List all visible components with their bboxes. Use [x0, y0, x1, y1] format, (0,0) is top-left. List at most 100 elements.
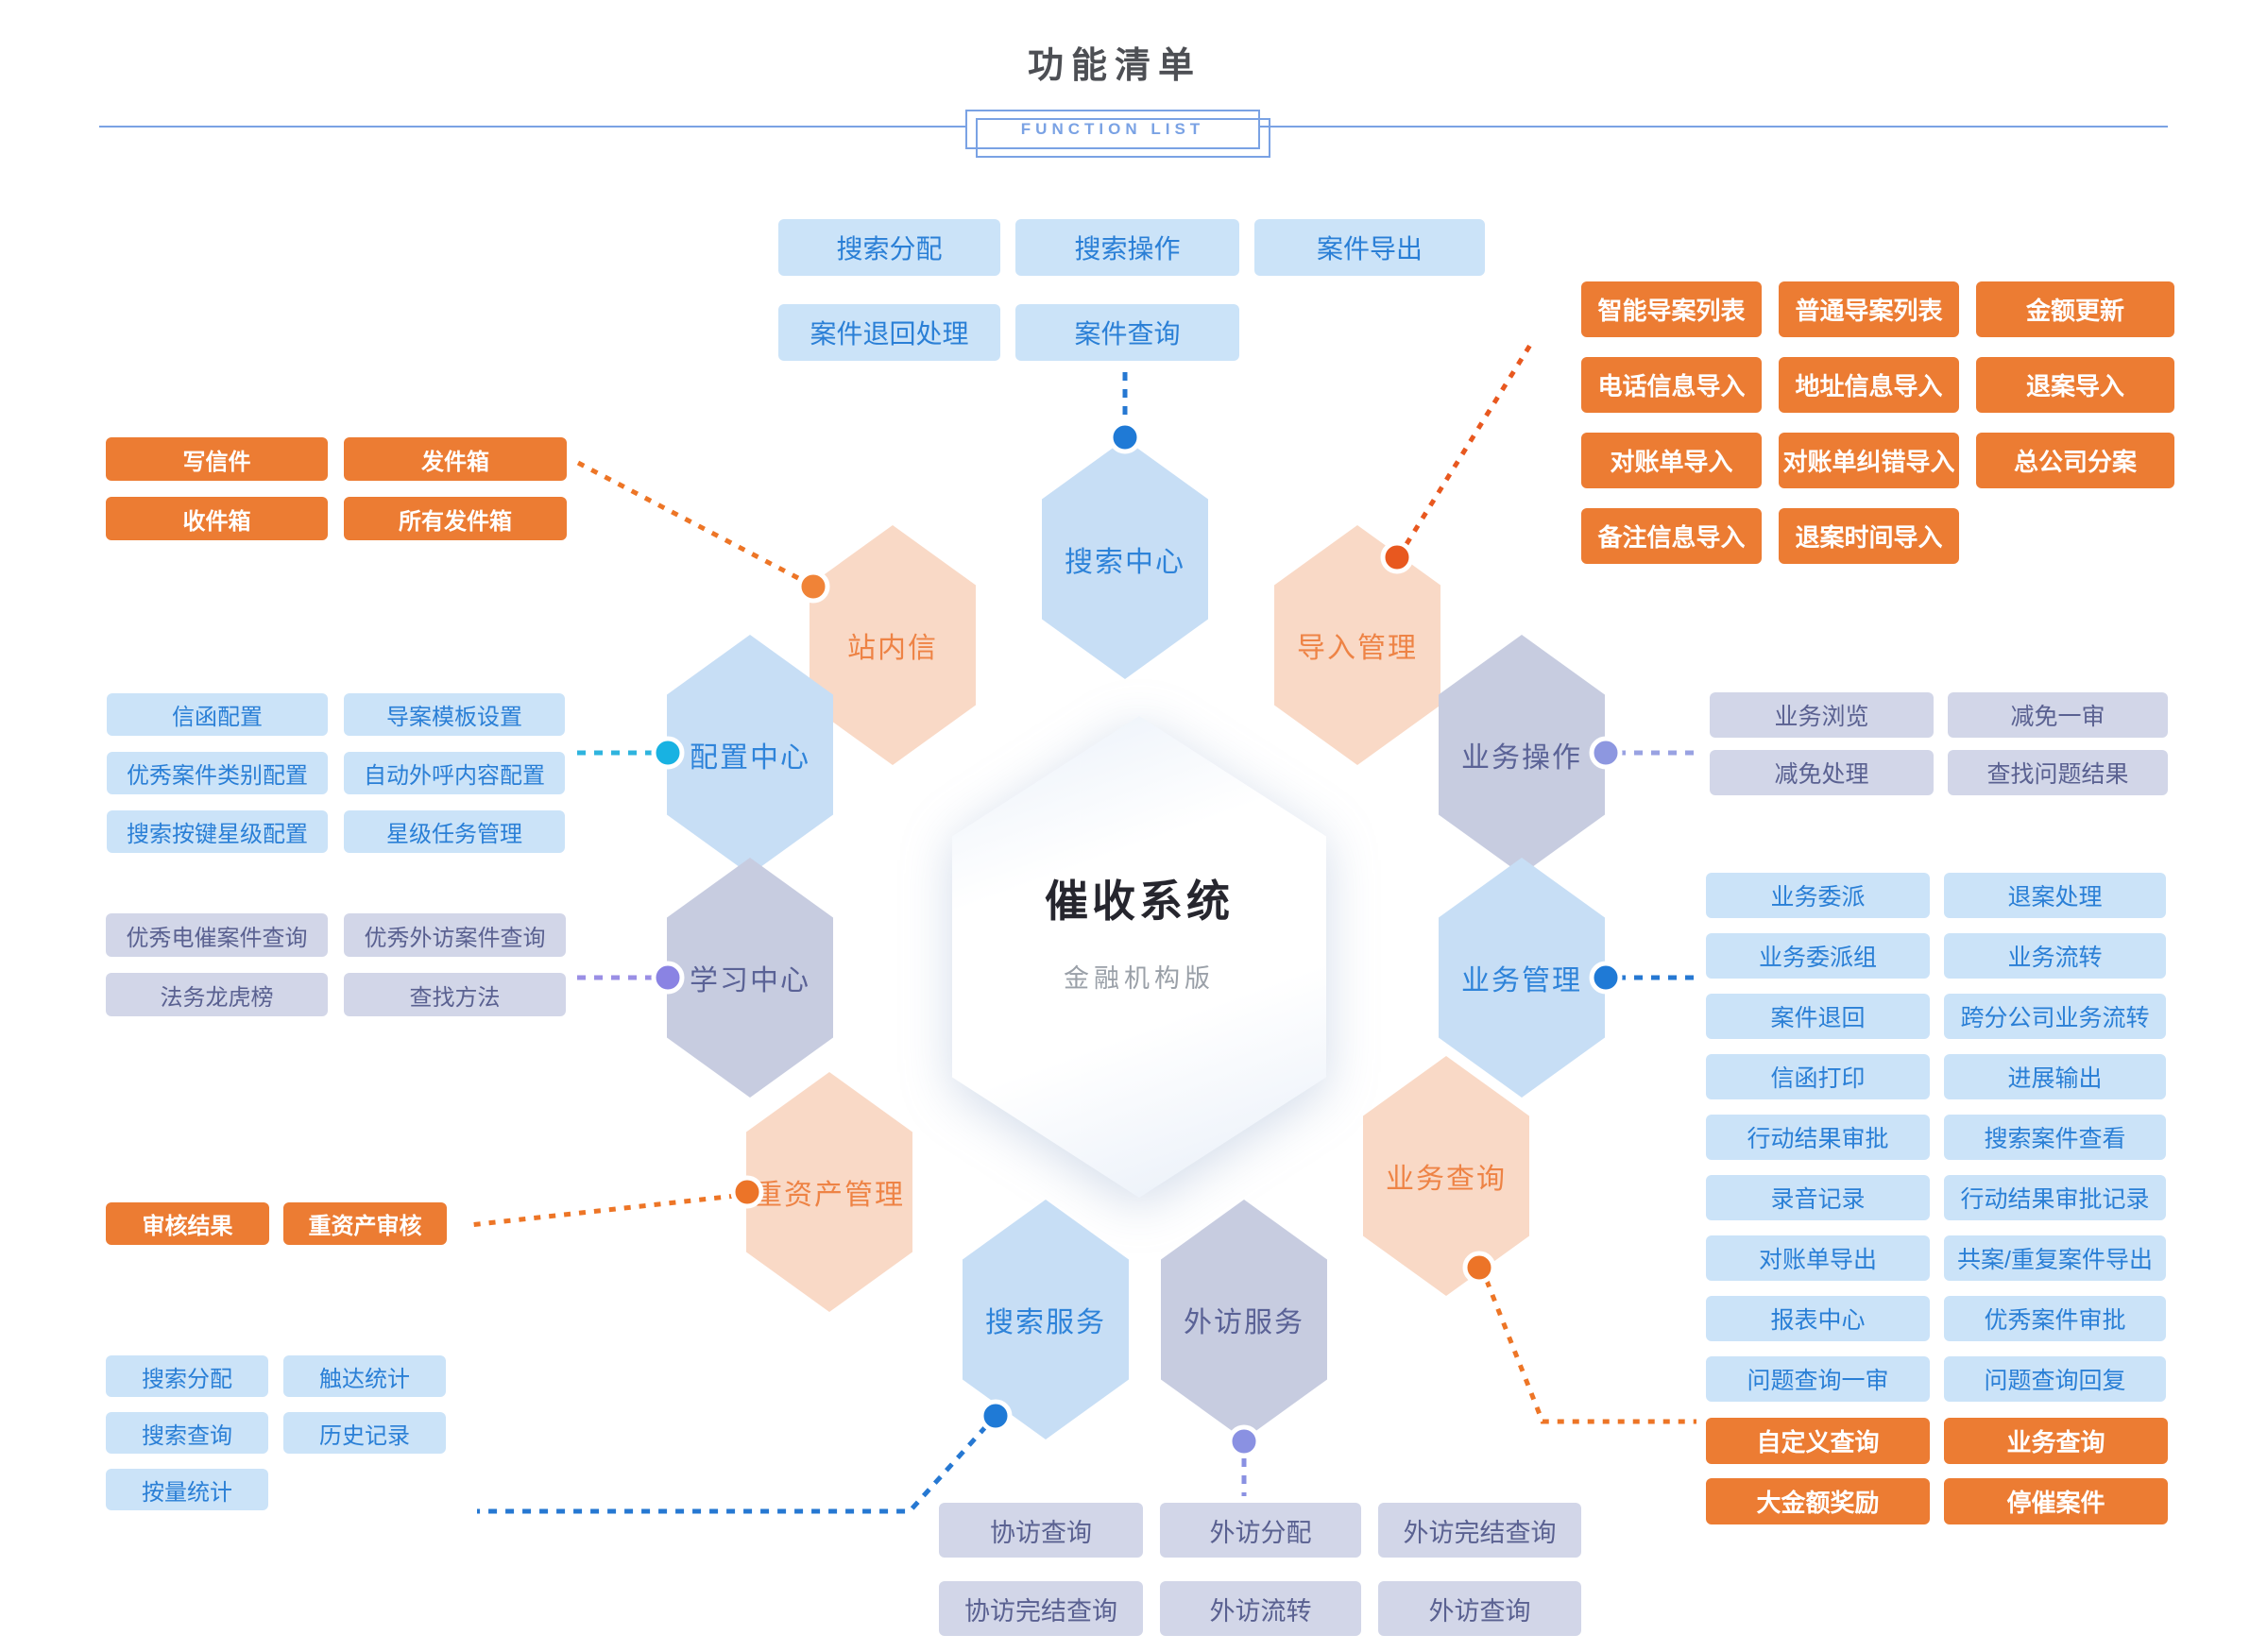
hexagon-search-svc: 搜索服务	[963, 1200, 1129, 1439]
function-label: 减免一审	[1948, 692, 2168, 738]
function-label-row: 减免处理查找问题结果	[1710, 750, 2168, 795]
biz-query-function-list: 自定义查询业务查询大金额奖励停催案件	[1706, 1418, 2168, 1539]
function-label-row: 审核结果重资产审核	[106, 1202, 447, 1245]
function-label-row: 备注信息导入退案时间导入	[1581, 508, 2174, 564]
function-label-row: 业务浏览减免一审	[1710, 692, 2168, 738]
function-label: 搜索分配	[106, 1355, 268, 1397]
function-label: 业务浏览	[1710, 692, 1934, 738]
search-svc-function-list: 搜索分配触达统计搜索查询历史记录按量统计	[106, 1355, 446, 1525]
function-label: 自定义查询	[1706, 1418, 1930, 1464]
hexagon-label: 搜索中心	[1065, 547, 1185, 578]
function-label: 退案处理	[1944, 873, 2166, 918]
function-label: 跨分公司业务流转	[1944, 994, 2166, 1039]
function-label: 普通导案列表	[1779, 281, 1959, 337]
function-label: 大金额奖励	[1706, 1478, 1930, 1524]
hexagon-visit-svc: 外访服务	[1161, 1200, 1327, 1439]
function-label: 星级任务管理	[344, 810, 565, 853]
function-label-row: 报表中心优秀案件审批	[1706, 1296, 2166, 1341]
function-label-row: 搜索分配触达统计	[106, 1355, 446, 1397]
function-label-row: 案件退回处理案件查询	[778, 304, 1485, 361]
function-label: 搜索按键星级配置	[107, 810, 328, 853]
hexagon-label: 搜索服务	[985, 1307, 1106, 1338]
function-label: 外访查询	[1378, 1581, 1581, 1636]
function-label-row: 案件退回跨分公司业务流转	[1706, 994, 2166, 1039]
function-label: 法务龙虎榜	[106, 973, 328, 1016]
hexagon-search-center: 搜索中心	[1042, 439, 1208, 679]
function-label: 行动结果审批记录	[1944, 1175, 2166, 1220]
function-label: 案件退回	[1706, 994, 1930, 1039]
heavy-asset-function-list: 审核结果重资产审核	[106, 1202, 447, 1245]
function-label: 信函配置	[107, 693, 328, 736]
function-label: 信函打印	[1706, 1054, 1930, 1099]
function-label: 业务委派组	[1706, 933, 1930, 979]
function-label-row: 搜索查询历史记录	[106, 1412, 446, 1454]
function-label: 退案时间导入	[1779, 508, 1959, 564]
page-title: 功能清单	[1027, 46, 1202, 86]
function-label: 导案模板设置	[344, 693, 565, 736]
function-label: 查找方法	[344, 973, 566, 1016]
function-label-row: 信函配置导案模板设置	[107, 693, 565, 736]
function-label: 金额更新	[1976, 281, 2174, 337]
hexagon-label: 学习中心	[690, 965, 810, 996]
function-label: 业务查询	[1944, 1418, 2168, 1464]
connector-search-svc	[477, 1424, 988, 1514]
function-label: 历史记录	[283, 1412, 446, 1454]
function-label: 进展输出	[1944, 1054, 2166, 1099]
function-label: 优秀电催案件查询	[106, 913, 328, 957]
biz-mgmt-function-list: 业务委派退案处理业务委派组业务流转案件退回跨分公司业务流转信函打印进展输出行动结…	[1706, 873, 2166, 1417]
function-label: 收件箱	[106, 497, 328, 540]
function-label: 所有发件箱	[344, 497, 567, 540]
search-center-function-list: 搜索分配搜索操作案件导出案件退回处理案件查询	[778, 219, 1485, 389]
function-label-row: 按量统计	[106, 1469, 446, 1510]
function-label: 写信件	[106, 437, 328, 481]
connector-heavy-asset	[469, 1193, 737, 1228]
function-label: 审核结果	[106, 1202, 269, 1245]
hexagon-label: 重资产管理	[754, 1180, 905, 1211]
function-label: 触达统计	[283, 1355, 446, 1397]
hexagon-label: 导入管理	[1297, 633, 1418, 664]
function-label-row: 协访完结查询外访流转外访查询	[939, 1581, 1581, 1636]
function-label: 协访查询	[939, 1503, 1143, 1558]
connector-mail	[576, 460, 800, 581]
function-label-row: 录音记录行动结果审批记录	[1706, 1175, 2166, 1220]
function-label: 搜索查询	[106, 1412, 268, 1454]
function-label-row: 优秀电催案件查询优秀外访案件查询	[106, 913, 566, 957]
function-label-row: 业务委派退案处理	[1706, 873, 2166, 918]
function-list-badge: FUNCTION LIST	[965, 110, 1270, 158]
function-label-row: 对账单导出共案/重复案件导出	[1706, 1235, 2166, 1281]
hexagon-biz-mgmt: 业务管理	[1439, 858, 1605, 1098]
function-label-row: 搜索分配搜索操作案件导出	[778, 219, 1485, 276]
function-label: 优秀外访案件查询	[344, 913, 566, 957]
hexagon-center: 催收系统 金融机构版	[952, 716, 1326, 1198]
hexagon-heavy-asset: 重资产管理	[746, 1072, 912, 1312]
connector-biz-query	[1484, 1280, 1696, 1424]
function-label-row: 优秀案件类别配置自动外呼内容配置	[107, 752, 565, 794]
function-label: 对账单导入	[1581, 433, 1762, 488]
config-function-list: 信函配置导案模板设置优秀案件类别配置自动外呼内容配置搜索按键星级配置星级任务管理	[107, 693, 565, 869]
import-mgmt-function-list: 智能导案列表普通导案列表金额更新电话信息导入地址信息导入退案导入对账单导入对账单…	[1581, 281, 2174, 584]
function-label-row: 法务龙虎榜查找方法	[106, 973, 566, 1016]
function-label-row: 智能导案列表普通导案列表金额更新	[1581, 281, 2174, 337]
hexagon-label: 业务操作	[1461, 742, 1582, 774]
hexagon-label: 外访服务	[1184, 1307, 1304, 1338]
function-label: 搜索分配	[778, 219, 1000, 276]
function-label: 地址信息导入	[1779, 357, 1959, 413]
function-label-row: 业务委派组业务流转	[1706, 933, 2166, 979]
function-label: 按量统计	[106, 1469, 268, 1510]
hexagon-biz-query: 业务查询	[1363, 1056, 1529, 1296]
function-label-row: 协访查询外访分配外访完结查询	[939, 1503, 1581, 1558]
hexagon-label: 业务管理	[1461, 965, 1582, 996]
function-label-row: 信函打印进展输出	[1706, 1054, 2166, 1099]
function-label: 协访完结查询	[939, 1581, 1143, 1636]
function-label: 案件查询	[1015, 304, 1239, 361]
system-title: 催收系统	[1045, 876, 1234, 926]
function-label: 发件箱	[344, 437, 567, 481]
function-label: 报表中心	[1706, 1296, 1930, 1341]
function-label: 减免处理	[1710, 750, 1934, 795]
function-label: 外访完结查询	[1378, 1503, 1581, 1558]
function-label: 优秀案件审批	[1944, 1296, 2166, 1341]
function-label-row: 自定义查询业务查询	[1706, 1418, 2168, 1464]
function-label: 停催案件	[1944, 1478, 2168, 1524]
function-label: 搜索操作	[1015, 219, 1239, 276]
